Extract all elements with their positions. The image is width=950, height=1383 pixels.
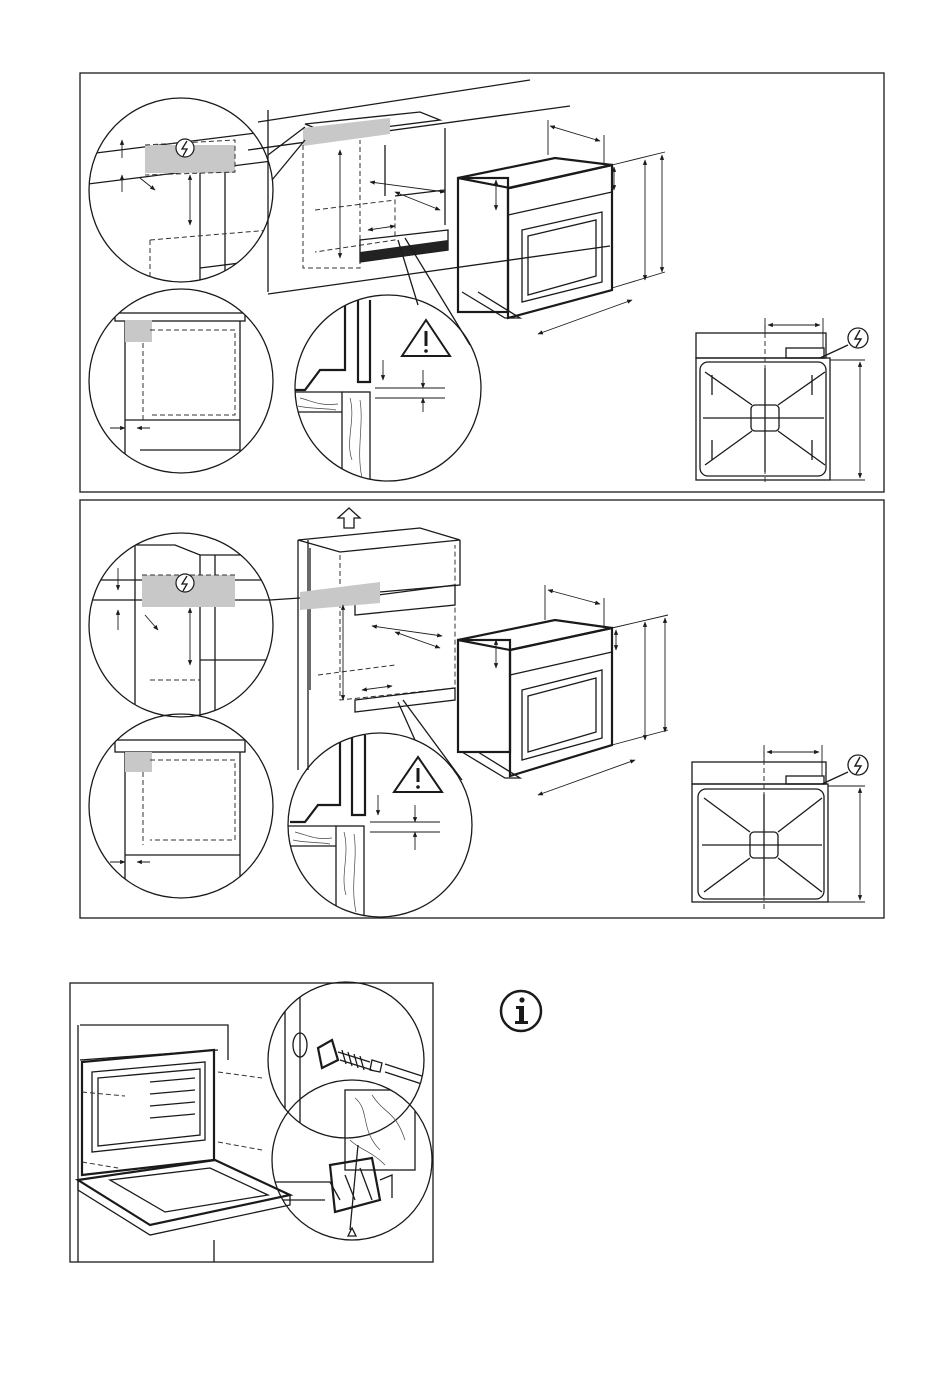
- detail-circle-cabinet-back: [89, 289, 273, 473]
- detail-circle-fixing: [270, 1080, 432, 1240]
- warning-triangle-icon: [402, 320, 450, 356]
- oven-unit: [458, 620, 612, 778]
- oven-unit: [458, 158, 612, 318]
- detail-circle-clearance: [285, 733, 472, 917]
- hob-top-view: [692, 745, 868, 910]
- electrical-connection-icon: [848, 755, 868, 775]
- hob-top-view: [696, 318, 868, 484]
- figure-securing-oven-to-cabinet: [70, 982, 433, 1262]
- detail-circle-clearance: [290, 295, 481, 482]
- figure-installation-under-hob: [80, 73, 884, 492]
- warning-triangle-icon: [394, 757, 442, 792]
- electrical-connection-icon: [176, 574, 194, 592]
- information-icon: [501, 991, 541, 1031]
- up-arrow-icon: [338, 508, 360, 528]
- detail-circle-electrical: [80, 98, 280, 290]
- electrical-connection-icon: [176, 139, 194, 157]
- figure-installation-in-column: [80, 500, 884, 918]
- detail-circle-electrical: [80, 533, 280, 720]
- electrical-connection-icon: [848, 328, 868, 348]
- detail-circle-cabinet-back: [89, 714, 273, 900]
- detail-circle-screw: [268, 982, 425, 1140]
